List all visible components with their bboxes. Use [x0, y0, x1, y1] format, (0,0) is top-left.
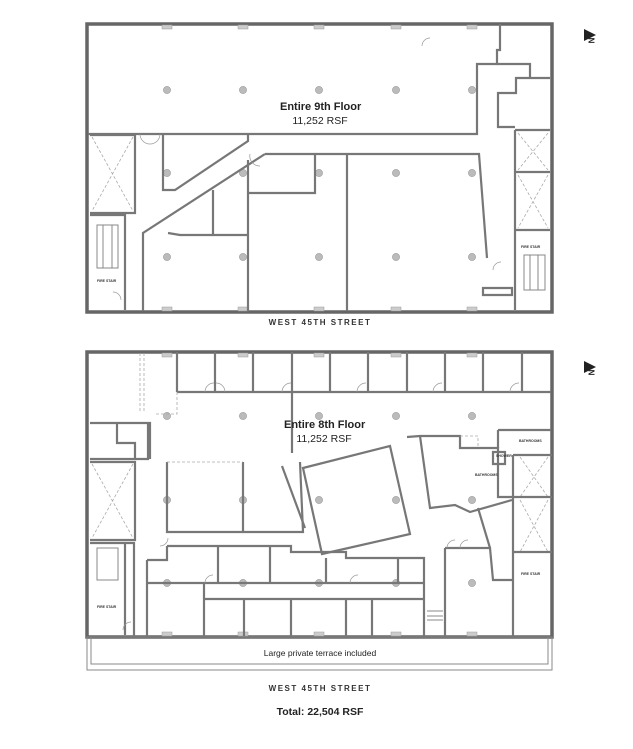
pier	[390, 306, 402, 312]
street-label: WEST 45TH STREET	[268, 318, 372, 327]
column	[163, 253, 171, 261]
column	[239, 86, 247, 94]
pier	[161, 352, 173, 358]
terrace-label: Large private terrace included	[263, 648, 377, 658]
left-core	[90, 460, 137, 636]
pier	[237, 24, 249, 30]
column	[239, 412, 247, 420]
north-offices	[175, 352, 551, 453]
bathrooms-label: BATHROOMS	[475, 473, 498, 477]
south-offices	[145, 544, 426, 636]
center-rooms	[165, 461, 305, 534]
column	[315, 169, 323, 177]
column	[315, 496, 323, 504]
column	[468, 579, 476, 587]
floor-area: 11,252 RSF	[296, 433, 352, 445]
plan-9th-floor	[85, 22, 554, 314]
bathrooms-label: BATHROOMS	[519, 439, 542, 443]
pier	[313, 24, 325, 30]
pier	[466, 352, 478, 358]
column	[392, 169, 400, 177]
column	[163, 169, 171, 177]
left-small-rooms	[90, 421, 152, 461]
north-letter: N	[586, 37, 596, 44]
column	[315, 412, 323, 420]
column	[163, 86, 171, 94]
column	[468, 496, 476, 504]
pier	[390, 631, 402, 637]
left-core	[90, 133, 137, 310]
column	[468, 86, 476, 94]
diagonal-corridor-wall	[141, 153, 266, 311]
pier	[161, 24, 173, 30]
columns	[161, 24, 478, 312]
shower-label: SHOWER	[496, 454, 512, 458]
pier	[313, 306, 325, 312]
north-letter: N	[586, 369, 596, 376]
column	[468, 169, 476, 177]
fire-stair-label: FIRE STAIR	[521, 572, 541, 576]
outer-wall	[85, 350, 554, 639]
pier	[313, 631, 325, 637]
pier	[466, 631, 478, 637]
pier	[161, 306, 173, 312]
column	[315, 86, 323, 94]
pier	[161, 631, 173, 637]
diagonal-room	[161, 134, 250, 192]
street-label: WEST 45TH STREET	[268, 684, 372, 693]
pier	[466, 306, 478, 312]
right-core	[513, 128, 550, 310]
fire-stair-label: FIRE STAIR	[97, 279, 117, 283]
fire-stair-label: FIRE STAIR	[97, 605, 117, 609]
total-area: Total: 22,504 RSF	[276, 706, 364, 718]
pier	[237, 352, 249, 358]
floor-title: Entire 8th Floor	[284, 419, 366, 431]
pier	[237, 306, 249, 312]
column	[239, 253, 247, 261]
column	[392, 253, 400, 261]
pier	[313, 352, 325, 358]
columns	[161, 352, 478, 637]
corridor-south-wall	[265, 152, 489, 259]
column	[392, 496, 400, 504]
column	[163, 412, 171, 420]
column	[468, 253, 476, 261]
column	[392, 412, 400, 420]
north-arrow-icon	[584, 29, 596, 373]
pier	[390, 24, 402, 30]
right-core	[491, 428, 552, 636]
floor-area: 11,252 RSF	[292, 115, 348, 127]
outer-wall	[85, 22, 554, 314]
pier	[466, 24, 478, 30]
tilted-room	[280, 444, 412, 556]
column	[392, 86, 400, 94]
column	[468, 412, 476, 420]
floor-title: Entire 9th Floor	[280, 101, 362, 113]
pier	[390, 352, 402, 358]
fire-stair-label: FIRE STAIR	[521, 245, 541, 249]
column	[315, 253, 323, 261]
plan-8th-floor	[85, 350, 554, 671]
